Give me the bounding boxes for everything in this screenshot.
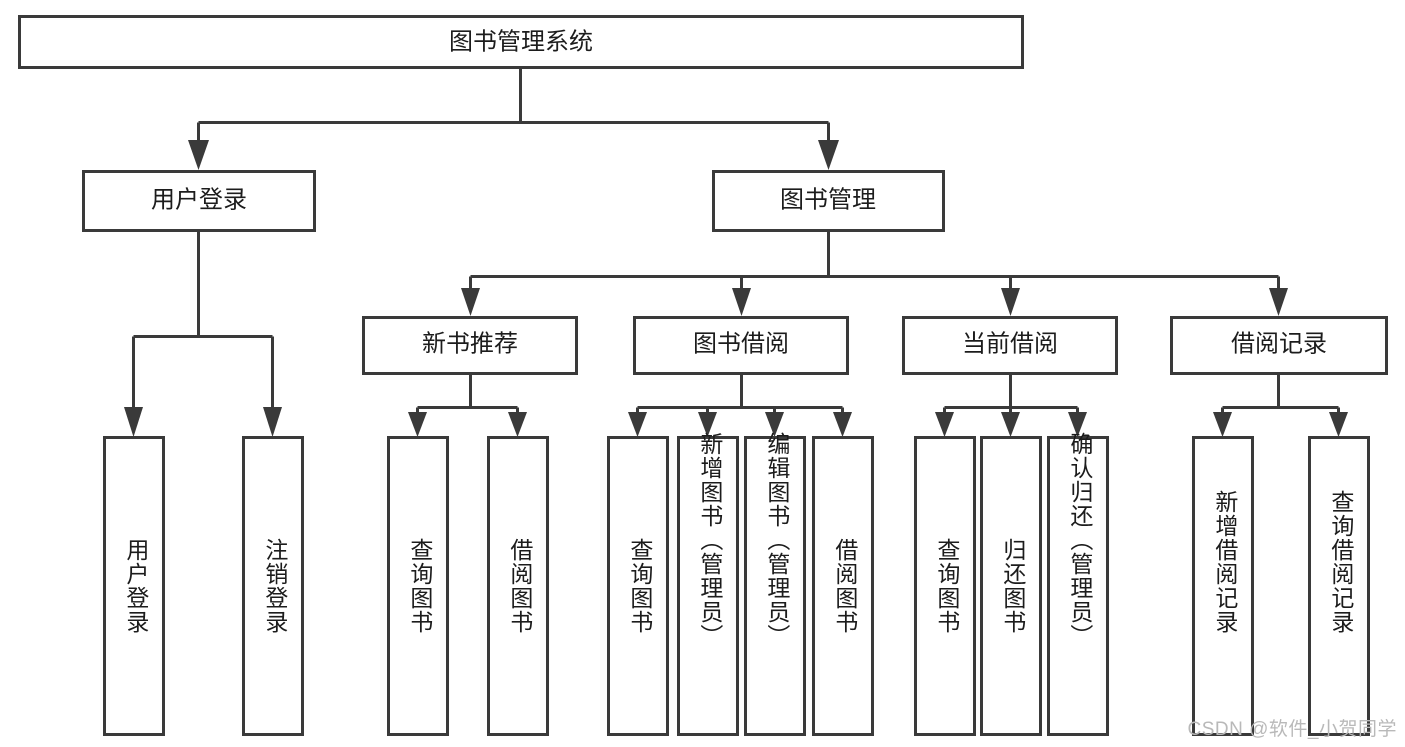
arrow-new-book-rec-child-1 xyxy=(508,412,527,437)
node-leaf-user-login[interactable]: 用户登录 xyxy=(103,436,165,736)
arrow-book-manage-child-3 xyxy=(1269,288,1288,316)
node-leaf-query-book-1[interactable]: 查询图书 xyxy=(387,436,449,736)
arrow-book-manage-child-0 xyxy=(461,288,480,316)
node-leaf-confirm-return-label: 确认归还（管理员） xyxy=(1067,432,1094,648)
arrow-root-to-user-login xyxy=(188,140,209,170)
node-new-book-rec-box[interactable] xyxy=(362,316,578,375)
node-current-borrow-box[interactable] xyxy=(902,316,1118,375)
arrow-current-borrow-child-1 xyxy=(1001,412,1020,437)
arrow-current-borrow-child-0 xyxy=(935,412,954,437)
arrow-book-borrow-child-3 xyxy=(833,412,852,437)
node-leaf-borrow-book-2[interactable]: 借阅图书 xyxy=(812,436,874,736)
arrow-book-borrow-child-2 xyxy=(765,412,784,437)
node-leaf-query-book-3-box[interactable] xyxy=(914,436,976,736)
node-leaf-logout-login-label: 注销登录 xyxy=(262,538,289,634)
node-current-borrow-label: 当前借阅 xyxy=(962,330,1058,357)
node-book-manage-box[interactable] xyxy=(712,170,945,232)
node-leaf-query-record-box[interactable] xyxy=(1308,436,1370,736)
node-leaf-return-book[interactable]: 归还图书 xyxy=(980,436,1042,736)
node-leaf-query-record[interactable]: 查询借阅记录 xyxy=(1308,436,1370,736)
node-leaf-query-book-3[interactable]: 查询图书 xyxy=(914,436,976,736)
node-root-box[interactable] xyxy=(18,15,1024,69)
node-current-borrow[interactable]: 当前借阅 xyxy=(902,316,1118,375)
node-leaf-edit-book-box[interactable] xyxy=(744,436,806,736)
node-leaf-query-book-2[interactable]: 查询图书 xyxy=(607,436,669,736)
arrow-book-manage-child-2 xyxy=(1001,288,1020,316)
node-leaf-query-book-2-label: 查询图书 xyxy=(627,538,654,634)
node-leaf-query-book-3-label: 查询图书 xyxy=(934,538,961,634)
node-root-label: 图书管理系统 xyxy=(449,28,593,55)
node-borrow-record-box[interactable] xyxy=(1170,316,1388,375)
node-leaf-borrow-book-2-box[interactable] xyxy=(812,436,874,736)
node-book-borrow-box[interactable] xyxy=(633,316,849,375)
arrow-borrow-record-child-1 xyxy=(1329,412,1348,437)
node-leaf-borrow-book-1-label: 借阅图书 xyxy=(507,538,534,634)
node-user-login[interactable]: 用户登录 xyxy=(82,170,316,232)
arrow-root-to-book-manage xyxy=(818,140,839,170)
connector-group-borrow-record xyxy=(1213,375,1348,437)
node-leaf-add-book-label: 新增图书（管理员） xyxy=(697,432,724,648)
node-book-borrow-label: 图书借阅 xyxy=(693,330,789,357)
arrow-borrow-record-child-0 xyxy=(1213,412,1232,437)
node-book-manage-label: 图书管理 xyxy=(780,186,876,213)
node-user-login-box[interactable] xyxy=(82,170,316,232)
node-leaf-add-record-box[interactable] xyxy=(1192,436,1254,736)
arrow-current-borrow-child-2 xyxy=(1068,412,1087,437)
connector-group-root xyxy=(188,68,839,170)
connector-group-book-manage xyxy=(461,232,1288,316)
csdn-watermark: CSDN @软件_小贺同学 xyxy=(1187,719,1397,740)
node-leaf-return-book-box[interactable] xyxy=(980,436,1042,736)
node-new-book-rec[interactable]: 新书推荐 xyxy=(362,316,578,375)
node-user-login-label: 用户登录 xyxy=(151,186,247,213)
arrow-book-manage-child-1 xyxy=(732,288,751,316)
node-leaf-edit-book[interactable]: 编辑图书（管理员） xyxy=(744,432,806,736)
node-leaf-query-book-1-label: 查询图书 xyxy=(407,538,434,634)
node-leaf-borrow-book-2-label: 借阅图书 xyxy=(832,538,859,634)
connector-group-current-borrow xyxy=(935,375,1087,437)
node-leaf-return-book-label: 归还图书 xyxy=(1000,538,1027,634)
node-leaf-user-login-box[interactable] xyxy=(103,436,165,736)
node-leaf-logout-login-box[interactable] xyxy=(242,436,304,736)
node-leaf-user-login-label: 用户登录 xyxy=(123,538,150,634)
node-leaf-query-record-label: 查询借阅记录 xyxy=(1328,490,1355,634)
arrow-new-book-rec-child-0 xyxy=(408,412,427,437)
node-leaf-query-book-1-box[interactable] xyxy=(387,436,449,736)
node-leaf-edit-book-label: 编辑图书（管理员） xyxy=(764,432,791,648)
connector-group-book-borrow xyxy=(628,375,852,437)
node-leaf-add-record[interactable]: 新增借阅记录 xyxy=(1192,436,1254,736)
node-root[interactable]: 图书管理系统 xyxy=(18,15,1024,69)
arrow-book-borrow-child-0 xyxy=(628,412,647,437)
arrow-user-login-child-0 xyxy=(124,407,143,437)
connector-group-user-login xyxy=(124,232,282,437)
node-borrow-record[interactable]: 借阅记录 xyxy=(1170,316,1388,375)
node-leaf-add-book-box[interactable] xyxy=(677,436,739,736)
node-leaf-add-book[interactable]: 新增图书（管理员） xyxy=(677,432,739,736)
node-leaf-borrow-book-1-box[interactable] xyxy=(487,436,549,736)
node-leaf-confirm-return-box[interactable] xyxy=(1047,436,1109,736)
node-leaf-confirm-return[interactable]: 确认归还（管理员） xyxy=(1047,432,1109,736)
node-book-borrow[interactable]: 图书借阅 xyxy=(633,316,849,375)
node-leaf-add-record-label: 新增借阅记录 xyxy=(1212,490,1239,634)
arrow-book-borrow-child-1 xyxy=(698,412,717,437)
arrow-user-login-child-1 xyxy=(263,407,282,437)
connector-group-new-book-rec xyxy=(408,375,527,437)
node-leaf-borrow-book-1[interactable]: 借阅图书 xyxy=(487,436,549,736)
node-new-book-rec-label: 新书推荐 xyxy=(422,330,518,357)
node-leaf-query-book-2-box[interactable] xyxy=(607,436,669,736)
node-book-manage[interactable]: 图书管理 xyxy=(712,170,945,232)
node-leaf-logout-login[interactable]: 注销登录 xyxy=(242,436,304,736)
node-borrow-record-label: 借阅记录 xyxy=(1231,330,1327,357)
